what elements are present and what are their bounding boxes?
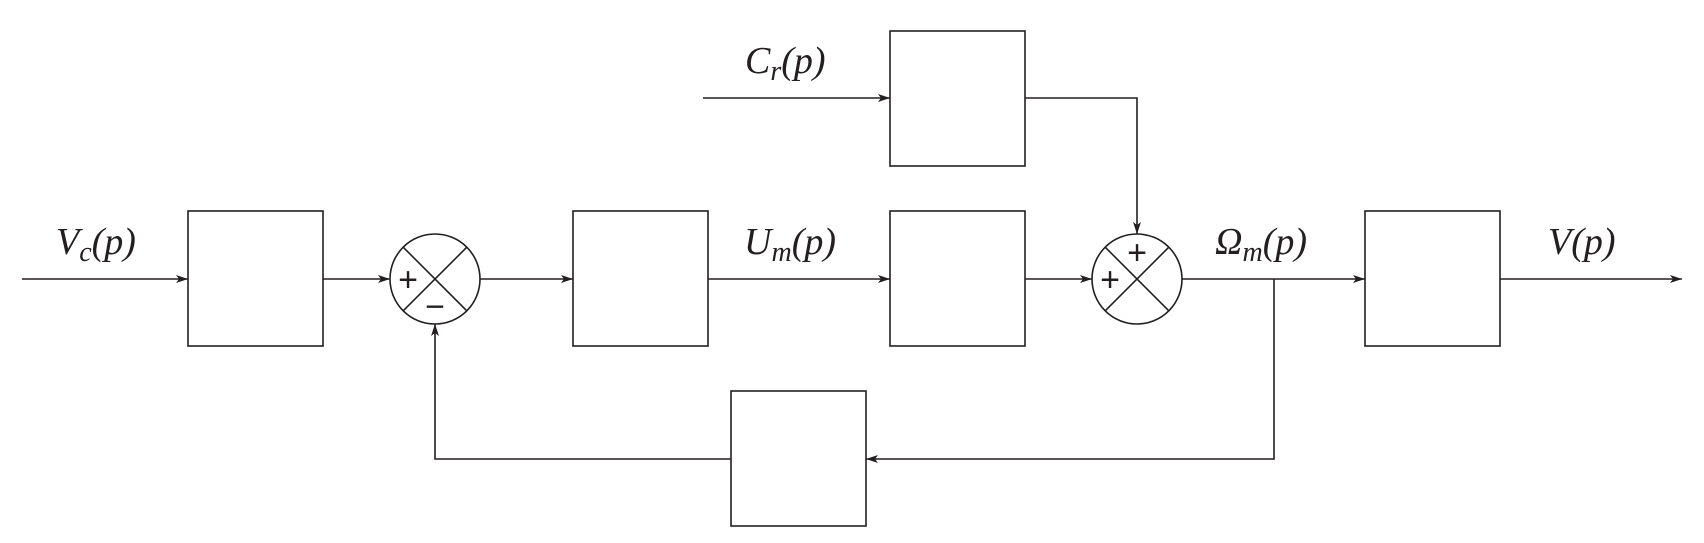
block-feedback	[730, 390, 867, 527]
summer-2-left-plus-sign: +	[1100, 261, 1120, 299]
arrow-feedback-return	[431, 324, 731, 460]
summing-junction-2: + +	[1091, 233, 1183, 325]
block-input-gain	[187, 210, 324, 347]
arrow-feedback-take-off	[866, 279, 1275, 463]
block-output-gain	[1364, 210, 1501, 347]
summer-1-minus-sign: −	[425, 288, 445, 326]
label-vc: Vc(p)	[56, 221, 136, 268]
summer-1-plus-sign: +	[398, 261, 418, 299]
label-omega-m: Ωm(p)	[1215, 221, 1307, 268]
label-um: Um(p)	[744, 221, 836, 268]
block-controller	[572, 210, 709, 347]
summing-junction-1: + −	[389, 233, 481, 326]
label-v: V(p)	[1548, 221, 1616, 263]
block-motor	[889, 210, 1026, 347]
label-cr: Cr(p)	[745, 40, 826, 87]
summer-2-top-plus-sign: +	[1127, 234, 1147, 272]
block-disturbance	[889, 30, 1026, 167]
arrow-disturbance-to-summer-2	[1025, 97, 1141, 234]
